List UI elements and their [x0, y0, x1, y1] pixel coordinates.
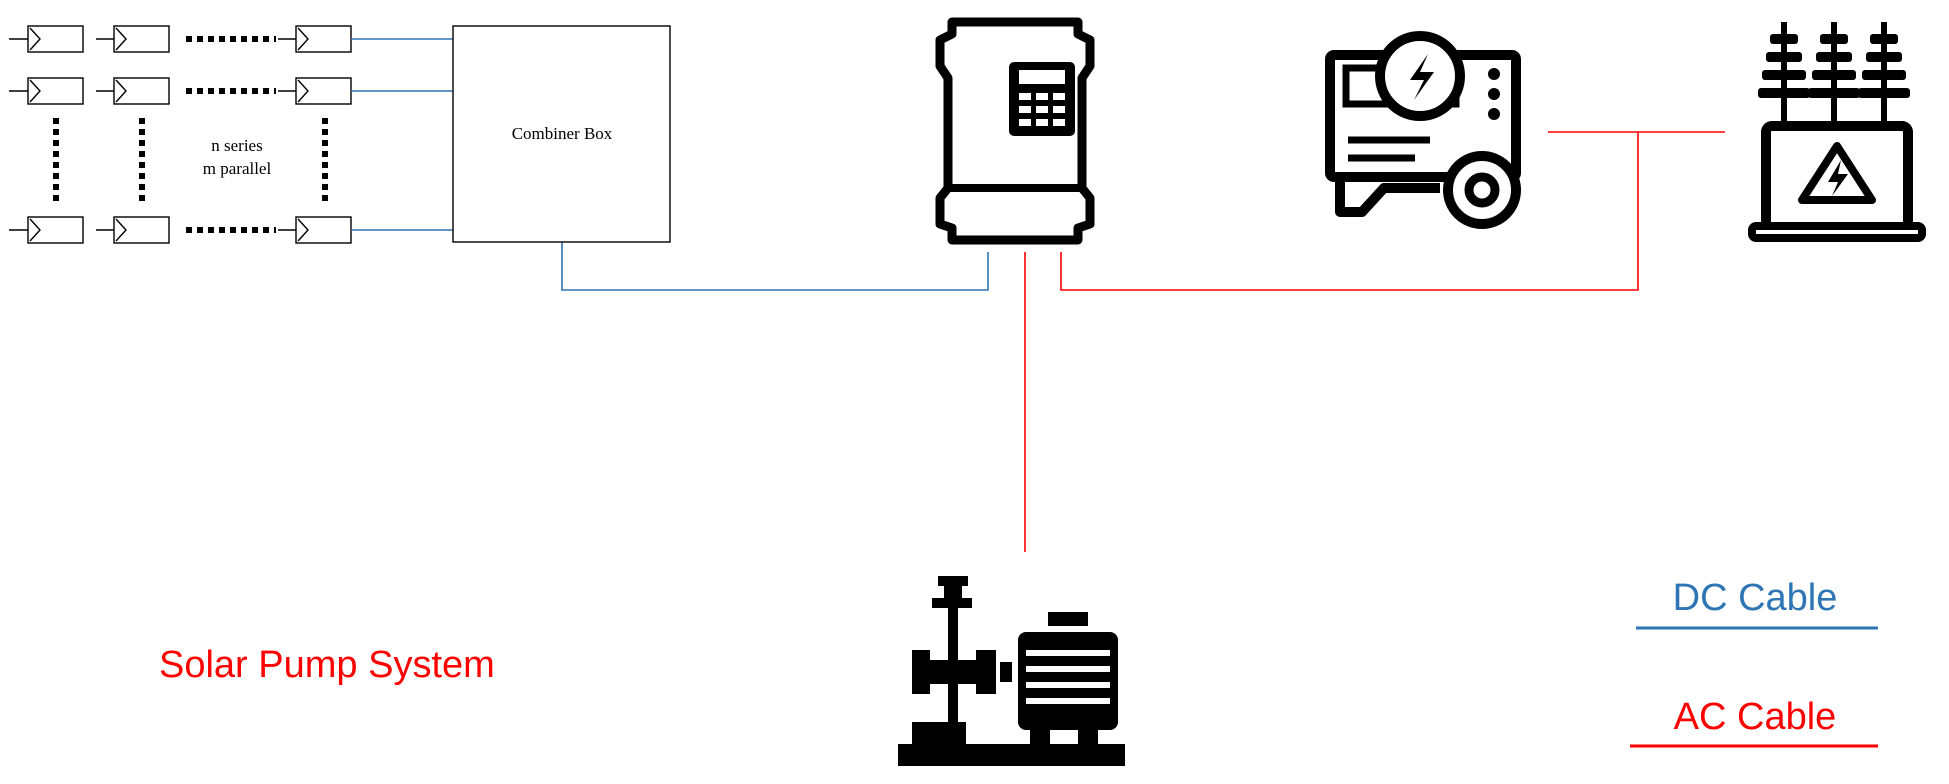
combiner-box-label: Combiner Box	[512, 124, 613, 143]
insulator-icon	[1758, 22, 1810, 122]
ac-cables	[1024, 131, 1725, 552]
array-series-label: n series	[211, 136, 262, 155]
diagram-title: Solar Pump System	[159, 644, 495, 686]
pv-module-icon	[278, 216, 352, 244]
legend-ac-label: AC Cable	[1674, 696, 1837, 738]
pv-module-icon	[278, 25, 352, 53]
dc-cables	[351, 38, 989, 291]
pv-module-icon	[9, 216, 84, 244]
array-parallel-label: m parallel	[203, 159, 272, 178]
generator-icon	[1325, 31, 1521, 229]
legend-item-dc: DC Cable	[1636, 577, 1878, 630]
legend-item-ac: AC Cable	[1630, 696, 1878, 748]
pv-module-icon	[9, 25, 84, 53]
insulator-icon	[1858, 22, 1910, 122]
vfd-inverter-icon	[935, 17, 1095, 245]
pv-array	[9, 25, 352, 244]
pv-module-icon	[96, 216, 170, 244]
pv-module-icon	[96, 25, 170, 53]
water-pump-motor-icon	[898, 576, 1125, 766]
legend-dc-label: DC Cable	[1673, 577, 1838, 619]
pv-module-icon	[96, 77, 170, 105]
array-continuation-dots	[53, 36, 328, 233]
insulator-icon	[1808, 22, 1860, 122]
legend: DC Cable AC Cable	[1630, 577, 1878, 748]
grid-transformer-icon	[1748, 22, 1926, 242]
combiner-box: Combiner Box	[452, 25, 671, 243]
pv-module-icon	[9, 77, 84, 105]
pv-module-icon	[278, 77, 352, 105]
